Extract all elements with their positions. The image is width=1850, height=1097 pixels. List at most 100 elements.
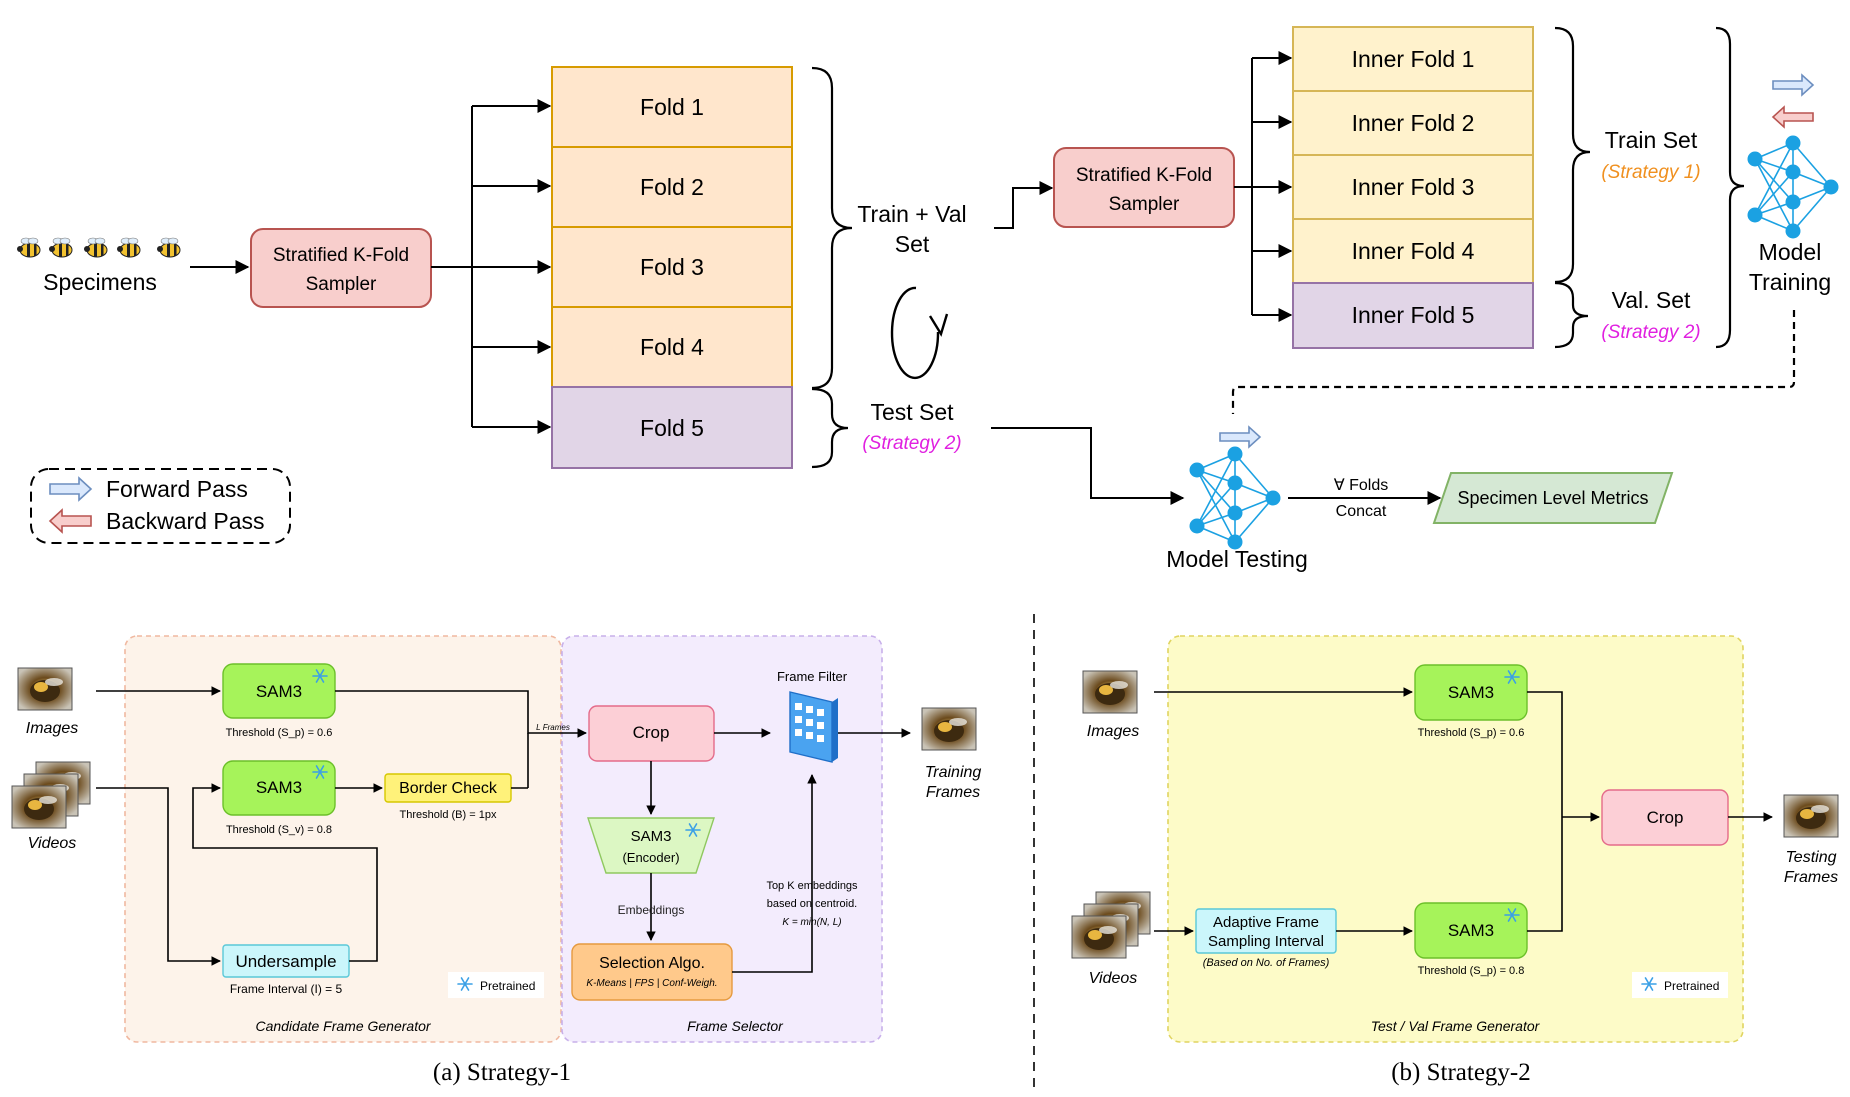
- sampler-label-2: Sampler: [306, 274, 377, 295]
- concat-label: Concat: [1336, 503, 1387, 520]
- adaptive-note: (Based on No. of Frames): [1203, 957, 1330, 969]
- candidate-generator-title: Candidate Frame Generator: [255, 1018, 431, 1034]
- training-brace: [1715, 26, 1745, 349]
- fold-2-label: Fold 2: [640, 174, 704, 200]
- s2-crop-label: Crop: [1647, 808, 1684, 827]
- train-val-label-1: Train + Val: [857, 201, 966, 227]
- l-frames-label: L Frames: [536, 723, 570, 732]
- legend-forward-icon: [49, 476, 93, 502]
- border-check-label: Border Check: [399, 780, 498, 797]
- test-strategy-label: (Strategy 2): [862, 433, 961, 454]
- specimen-metrics-label: Specimen Level Metrics: [1457, 488, 1648, 508]
- val-set-brace: [1554, 281, 1589, 349]
- folds-label: ∀ Folds: [1334, 477, 1389, 494]
- s1-pretrained-label: Pretrained: [480, 979, 535, 993]
- forward-arrow-icon: [1772, 73, 1815, 97]
- testing-forward-arrow-icon: [1219, 425, 1262, 449]
- fold-3: [551, 226, 793, 308]
- inner-fold-5-label: Inner Fold 5: [1352, 302, 1475, 328]
- s2-videos-thumbnail: [1071, 891, 1151, 959]
- model-training-label-2: Training: [1749, 269, 1831, 295]
- topk-label-2: based on centroid.: [767, 898, 858, 910]
- model-transfer-link: [1231, 310, 1796, 414]
- training-frames-label-2: Frames: [926, 784, 980, 801]
- testing-frames-thumbnail: [1783, 794, 1839, 838]
- frame-selector-title: Frame Selector: [687, 1018, 784, 1034]
- topk-label-3: K = min(N, L): [782, 917, 841, 928]
- model-testing-label: Model Testing: [1166, 546, 1308, 572]
- neural-network-testing-icon: [1188, 445, 1282, 551]
- inner-fold-1-label: Inner Fold 1: [1352, 46, 1475, 72]
- inner-fold-4: [1292, 218, 1534, 284]
- adaptive-label-1: Adaptive Frame: [1213, 914, 1319, 931]
- train-set-label: Train Set: [1605, 127, 1698, 153]
- model-training-label-1: Model: [1759, 239, 1822, 265]
- selection-algorithm: [571, 943, 733, 1001]
- inner-fold-2-label: Inner Fold 2: [1352, 110, 1475, 136]
- encoder-label-1: SAM3: [631, 828, 672, 845]
- topk-label-1: Top K embeddings: [766, 880, 858, 892]
- legend: [30, 468, 291, 544]
- legend-forward-label: Forward Pass: [106, 476, 248, 502]
- specimen-bees: [16, 237, 181, 258]
- inner-fold-3: [1292, 154, 1534, 220]
- inner-sampler-label-1: Stratified K-Fold: [1076, 165, 1212, 186]
- s2-images-label: Images: [1087, 723, 1139, 740]
- train-val-brace: [811, 66, 853, 390]
- s1-sam3-images-threshold: Threshold (S_p) = 0.6: [226, 727, 333, 739]
- stratified-sampler: [250, 228, 432, 308]
- s2-sam3-videos-threshold: Threshold (S_p) = 0.8: [1418, 965, 1525, 977]
- fold-4: [551, 306, 793, 388]
- specimen-metrics: [1432, 472, 1674, 524]
- val-set-label: Val. Set: [1612, 287, 1691, 313]
- test-set-label: Test Set: [870, 399, 954, 425]
- fold-1-label: Fold 1: [640, 94, 704, 120]
- test-brace: [811, 387, 849, 469]
- sampler-label-1: Stratified K-Fold: [273, 245, 409, 266]
- s1-sam3-videos-threshold: Threshold (S_v) = 0.8: [226, 824, 332, 836]
- train-val-label-2: Set: [895, 231, 930, 257]
- s2-sam3-images-label: SAM3: [1448, 683, 1494, 702]
- test-val-generator-title: Test / Val Frame Generator: [1371, 1018, 1541, 1034]
- inner-sampler-label-2: Sampler: [1109, 194, 1180, 215]
- s1-sam3-images-label: SAM3: [256, 682, 302, 701]
- frame-filter-icon: [789, 691, 838, 763]
- frame-filter-label: Frame Filter: [777, 669, 848, 684]
- s2-images-thumbnail: [1082, 670, 1138, 714]
- fold-3-label: Fold 3: [640, 254, 704, 280]
- s2-sam3-images-threshold: Threshold (S_p) = 0.6: [1418, 727, 1525, 739]
- s1-videos-thumbnail: [11, 761, 91, 829]
- legend-backward-label: Backward Pass: [106, 508, 265, 534]
- testing-frames-label-2: Frames: [1784, 869, 1838, 886]
- fold-4-label: Fold 4: [640, 334, 704, 360]
- training-frames-label-1: Training: [925, 764, 982, 781]
- undersample-label: Undersample: [235, 952, 336, 971]
- legend-backward-icon: [48, 508, 92, 534]
- inner-fold-5: [1292, 282, 1534, 349]
- s1-crop-label: Crop: [633, 723, 670, 742]
- border-threshold-label: Threshold (B) = 1px: [400, 809, 497, 821]
- strategy1-caption: (a) Strategy-1: [433, 1059, 571, 1086]
- selection-label-1: Selection Algo.: [599, 955, 705, 972]
- s1-images-thumbnail: [17, 667, 73, 711]
- cycle-icon: [890, 286, 949, 380]
- inner-fold-4-label: Inner Fold 4: [1352, 238, 1475, 264]
- fold-5-label: Fold 5: [640, 415, 704, 441]
- candidate-frame-generator-panel: [124, 635, 562, 1043]
- encoder-label-2: (Encoder): [622, 850, 679, 865]
- specimens-label: Specimens: [43, 269, 157, 295]
- s2-pretrained-label: Pretrained: [1664, 979, 1719, 993]
- adaptive-label-2: Sampling Interval: [1208, 933, 1324, 950]
- train-strategy-label: (Strategy 1): [1601, 162, 1700, 183]
- strategy2-caption: (b) Strategy-2: [1391, 1059, 1531, 1086]
- s2-sam3-videos-label: SAM3: [1448, 921, 1494, 940]
- inner-stratified-sampler: [1053, 147, 1235, 228]
- training-frames-thumbnail: [921, 707, 977, 751]
- neural-network-training-icon: [1746, 134, 1840, 240]
- val-strategy-label: (Strategy 2): [1601, 322, 1700, 343]
- s1-sam3-videos-label: SAM3: [256, 778, 302, 797]
- sam3-encoder: [587, 817, 715, 874]
- fold-5: [551, 386, 793, 469]
- frame-interval-label: Frame Interval (I) = 5: [230, 982, 343, 996]
